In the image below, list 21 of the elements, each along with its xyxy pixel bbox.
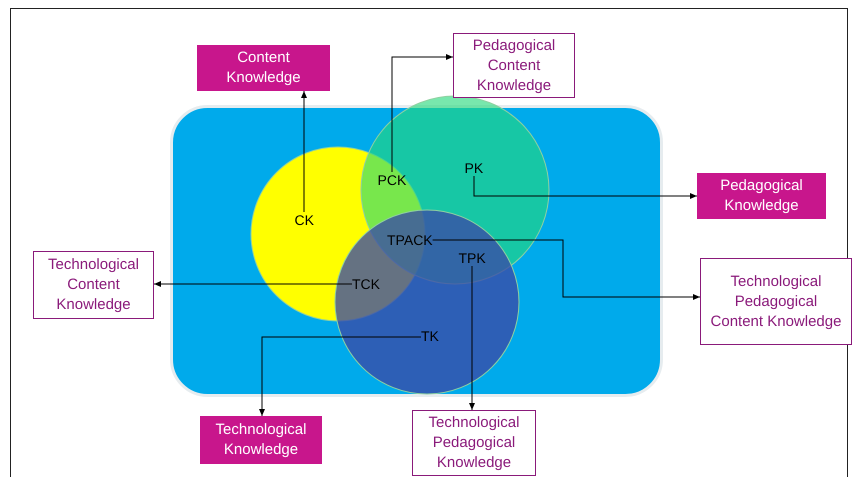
venn-circle [334, 209, 520, 395]
knowledge-box: Technological Content Knowledge [33, 251, 154, 319]
region-label: PCK [378, 172, 406, 188]
region-label: TK [421, 328, 439, 344]
knowledge-box: Content Knowledge [197, 45, 330, 91]
leader-line [301, 90, 307, 212]
leader-line [474, 176, 698, 199]
region-label: TPK [458, 250, 486, 266]
knowledge-box: Technological Pedagogical Knowledge [412, 410, 536, 476]
region-label: TPACK [387, 232, 433, 248]
leader-line [469, 266, 475, 410]
knowledge-box: Technological Knowledge [200, 416, 322, 464]
knowledge-box: Pedagogical Knowledge [697, 173, 826, 219]
region-label: TCK [352, 276, 380, 292]
region-label: PK [464, 160, 484, 176]
knowledge-box: Technological Pedagogical Content Knowledge [700, 258, 852, 345]
leader-line [432, 240, 700, 300]
leader-line [259, 336, 422, 416]
knowledge-box: Pedagogical Content Knowledge [453, 33, 575, 98]
leader-line [154, 281, 352, 287]
region-label: CK [294, 212, 314, 228]
